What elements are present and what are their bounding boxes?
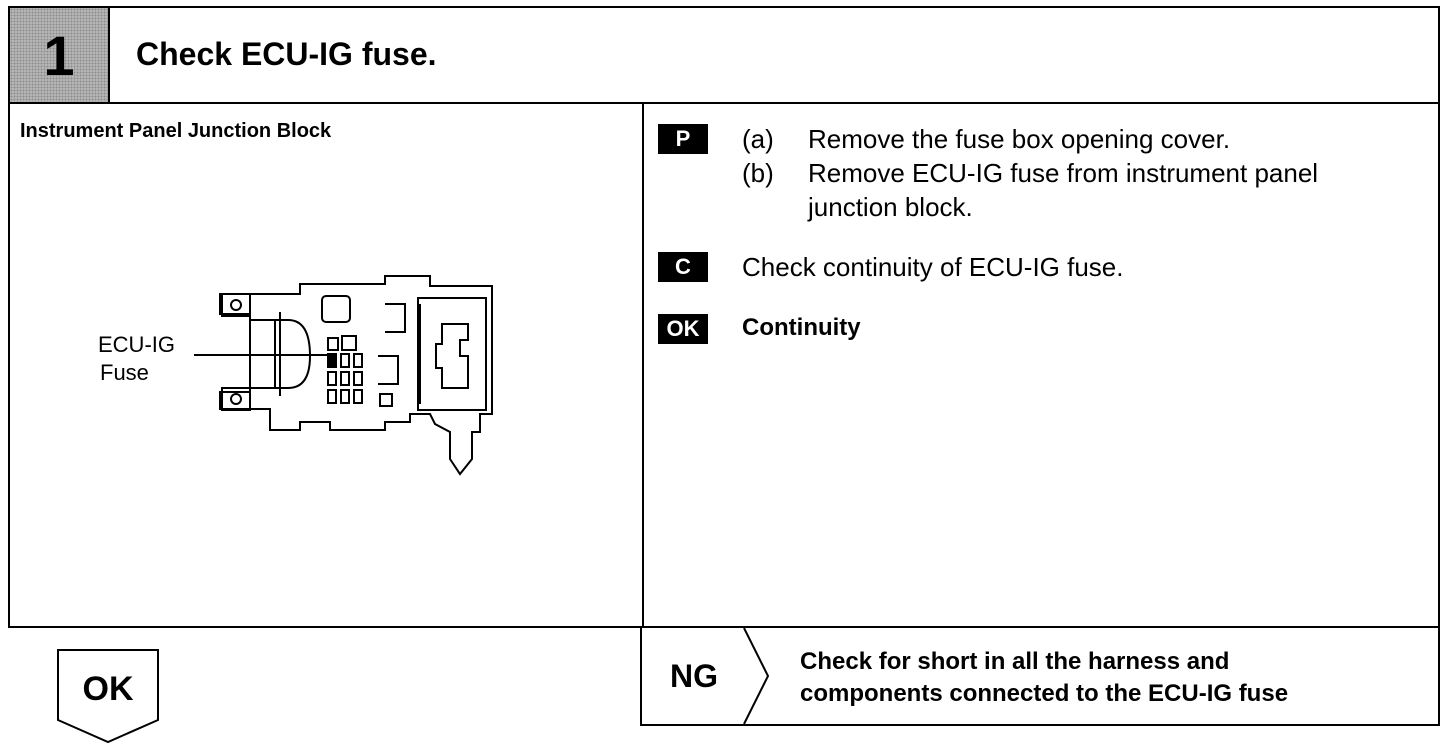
procedure-badge-p: P (658, 124, 708, 154)
step-a-marker: (a) (742, 124, 774, 154)
procedure-badge-c: C (658, 252, 708, 282)
ok-condition-text: Continuity (742, 314, 861, 341)
step-a-text: Remove the fuse box opening cover. (808, 124, 1231, 154)
step-b-text-cont: junction block. (808, 192, 973, 222)
junction-block-diagram (194, 275, 493, 476)
ok-arrow-shape (57, 649, 159, 744)
step-title: Check ECU-IG fuse. (136, 36, 437, 72)
fuse-callout-label-2: Fuse (100, 360, 149, 385)
ng-action-text-cont: components connected to the ECU-IG fuse (800, 680, 1289, 707)
ng-chevron-arrow (743, 628, 770, 725)
ng-result-box: NG Check for short in all the harness an… (640, 628, 1440, 726)
ok-result-label: OK (82, 670, 134, 708)
step-header: 1 Check ECU-IG fuse. (8, 6, 1440, 104)
column-divider (642, 104, 644, 628)
figure-title: Instrument Panel Junction Block (20, 120, 332, 142)
check-text: Check continuity of ECU-IG fuse. (742, 252, 1124, 282)
ng-action-text: Check for short in all the harness and (800, 648, 1230, 675)
step-body: Instrument Panel Junction Block ECU-IG F… (8, 104, 1440, 628)
ng-result-label: NG (670, 658, 718, 694)
step-number: 1 (43, 23, 75, 87)
fuse-callout-label: ECU-IG (98, 332, 175, 357)
step-b-text: Remove ECU-IG fuse from instrument panel (808, 158, 1319, 188)
step-number-box: 1 (10, 8, 110, 102)
step-b-marker: (b) (742, 158, 774, 188)
procedure-badge-ok: OK (658, 314, 708, 344)
